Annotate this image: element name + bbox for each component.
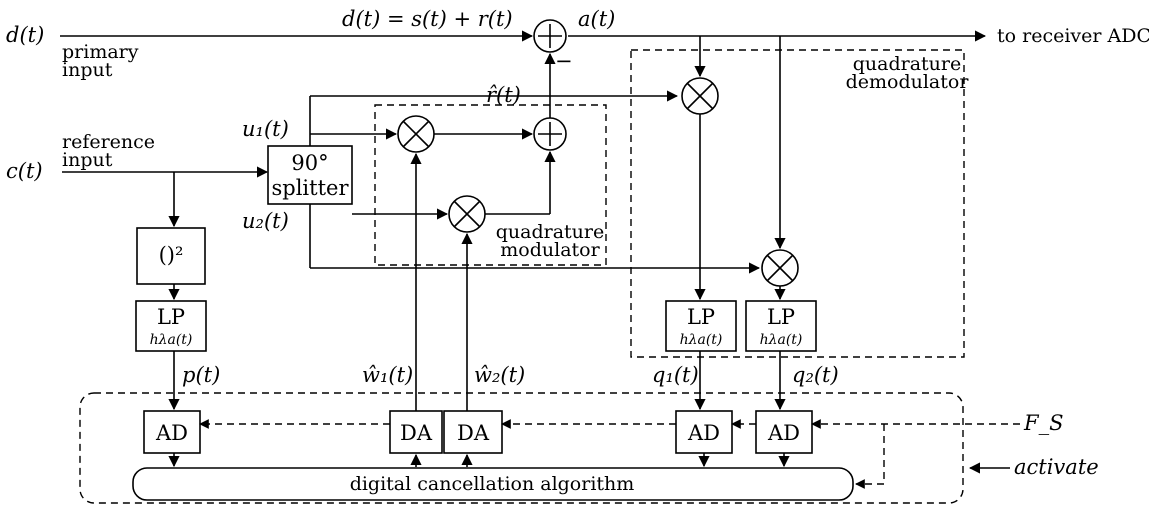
label-minus: −: [555, 49, 573, 73]
label-w2-hat: ŵ₂(t): [474, 363, 525, 387]
label-quad-demod: quadrature: [853, 53, 962, 75]
label-q2: q₂(t): [792, 363, 839, 387]
lp-block-reference: [135, 300, 207, 352]
label-reference: reference: [62, 131, 155, 153]
label-c: c(t): [6, 159, 43, 183]
label-a: a(t): [578, 7, 615, 31]
label-d-equation: d(t) = s(t) + r(t): [342, 7, 513, 31]
label-quad-demod-2: demodulator: [846, 71, 970, 93]
ad-block-p: [143, 410, 201, 454]
digital-processor-group: [79, 392, 964, 504]
label-primary: primary: [62, 41, 139, 63]
lp-text: LP: [157, 305, 185, 329]
label-d: d(t): [6, 23, 44, 47]
square-block: [136, 227, 206, 285]
da-block-w1: [389, 410, 443, 454]
algorithm-block: [132, 467, 854, 501]
splitter-text-deg: 90°: [291, 151, 328, 175]
da-text: DA: [400, 421, 433, 445]
lp-sub-text: hλa(t): [680, 332, 723, 348]
label-r-hat: r̂(t): [486, 83, 521, 107]
quadrature-modulator-group: [374, 104, 607, 266]
ad-text: AD: [767, 421, 800, 445]
label-u1: u₁(t): [242, 117, 289, 141]
lp-sub-text: hλa(t): [760, 332, 803, 348]
label-to-adc: to receiver ADC: [997, 25, 1149, 47]
ad-text: AD: [687, 421, 720, 445]
label-q1: q₁(t): [652, 363, 699, 387]
label-reference-input: input: [62, 149, 113, 171]
ad-block-q1: [675, 410, 733, 454]
ad-block-q2: [755, 410, 813, 454]
lp-text: LP: [767, 305, 795, 329]
label-p: p(t): [182, 363, 220, 387]
lp-sub-text: hλa(t): [150, 332, 193, 348]
label-activate: activate: [1014, 455, 1099, 479]
da-text: DA: [457, 421, 490, 445]
lp-text: LP: [687, 305, 715, 329]
label-w1-hat: ŵ₁(t): [362, 363, 413, 387]
lp-block-q1: [665, 300, 737, 352]
splitter-block: [267, 145, 353, 205]
ad-text: AD: [155, 421, 188, 445]
label-fs: F_S: [1023, 411, 1063, 435]
algorithm-text: digital cancellation algorithm: [350, 473, 635, 495]
label-quad-mod: quadrature: [496, 221, 605, 243]
lp-block-q2: [745, 300, 817, 352]
quadrature-demodulator-group: [630, 49, 965, 358]
label-quad-mod-2: modulator: [500, 239, 600, 261]
square-text: ()²: [159, 243, 184, 267]
label-u2: u₂(t): [242, 209, 289, 233]
da-block-w2: [443, 410, 503, 454]
label-primary-input: input: [62, 59, 113, 81]
splitter-text: splitter: [272, 176, 350, 200]
